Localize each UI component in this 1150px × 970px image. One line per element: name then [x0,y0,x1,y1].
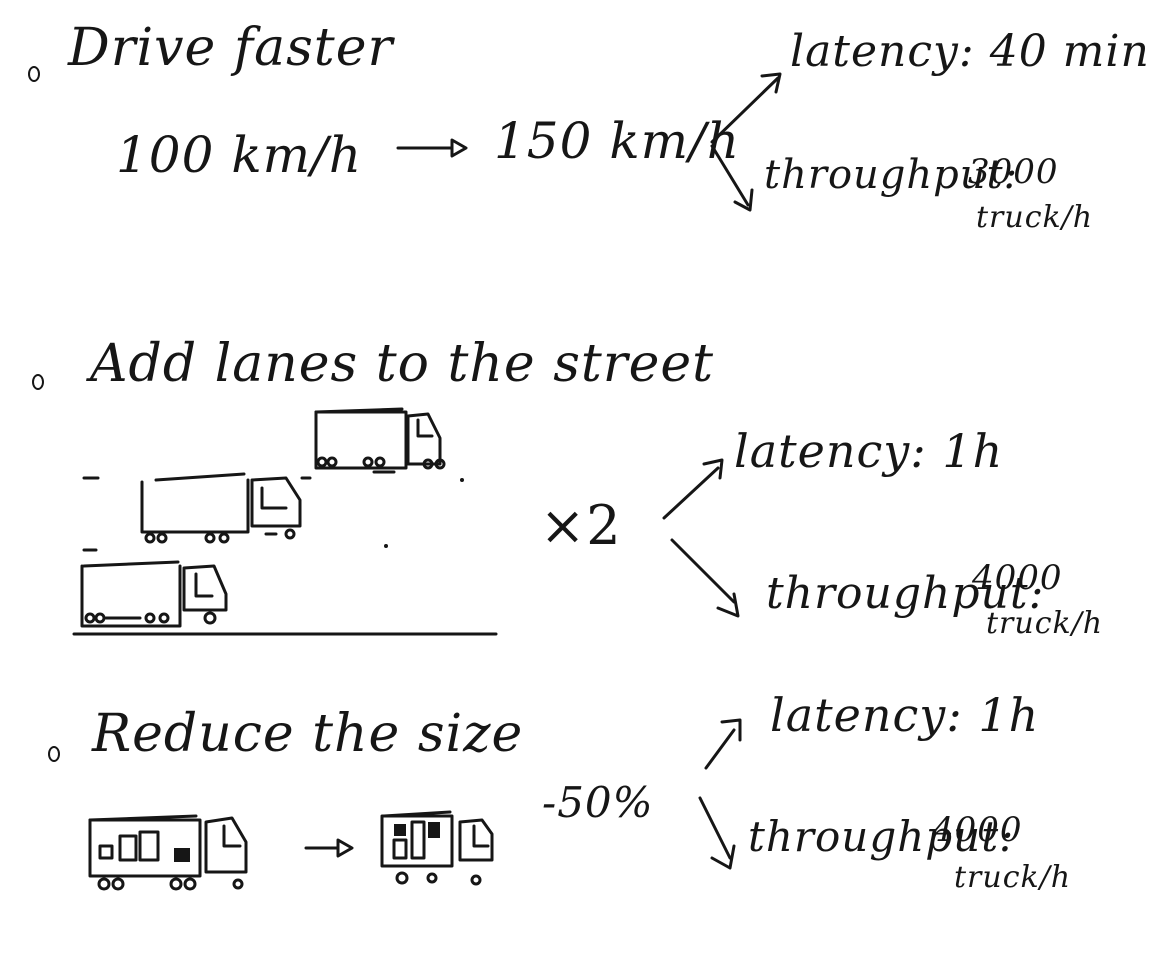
truck-icon [380,810,494,886]
section-3-title: Reduce the size [92,704,524,764]
bullet-icon [28,66,40,82]
lane-dashes [82,476,464,552]
throughput-value: 4000 [932,810,1023,850]
branch-arrow-down-icon [670,538,740,618]
truck-icon [80,560,228,628]
separator: : [946,688,963,742]
section-2-title: Add lanes to the street [90,334,715,394]
truck-icon [88,814,248,891]
throughput-unit: truck/h [976,200,1094,235]
truck-icon [140,472,302,544]
throughput-label: throughput [766,568,1029,619]
latency-label: latency [790,26,959,77]
section-3-latency: latency: 1h [770,688,1039,742]
throughput-label: throughput [748,812,1000,861]
throughput-unit: truck/h [954,860,1072,895]
throughput-value: 3000 [968,152,1059,192]
separator: : [910,424,927,478]
branch-arrow-up-icon [662,458,724,520]
multiplier: ×2 [540,494,622,557]
branch-arrow-down-icon [698,796,736,870]
latency-value: 1h [942,424,1004,478]
truck-icon [314,407,446,474]
separator: : [999,812,1015,861]
section-2-latency: latency: 1h [734,424,1003,478]
section-1-throughput: throughput: [764,152,1018,198]
branch-arrow-down-icon [710,144,754,212]
speed-to: 150 km/h [494,112,741,170]
section-1-title: Drive faster [68,18,394,78]
throughput-value: 4000 [972,558,1063,598]
separator: : [958,26,975,77]
separator: : [1003,152,1019,198]
section-2-throughput: throughput: [766,568,1044,619]
section-1-latency: latency: 40 min [790,26,1150,77]
section-3-throughput: throughput: [748,812,1014,861]
latency-label: latency [734,424,911,478]
bullet-icon [48,746,60,762]
speed-arrow-icon [396,138,468,158]
whiteboard-canvas: Drive faster 100 km/h 150 km/h latency: … [28,18,1149,895]
branch-arrow-up-icon [710,72,782,144]
latency-value: 1h [978,688,1040,742]
throughput-label: throughput [764,152,1004,198]
speed-from: 100 km/h [116,126,363,184]
throughput-unit: truck/h [986,606,1104,641]
separator: : [1028,568,1045,619]
branch-arrow-up-icon [704,718,742,770]
latency-label: latency [770,688,947,742]
reduction-percent: -50% [542,778,654,827]
latency-value: 40 min [989,26,1150,77]
bullet-icon [32,374,44,390]
ink-drawings [72,72,782,891]
size-arrow-icon [304,838,354,858]
